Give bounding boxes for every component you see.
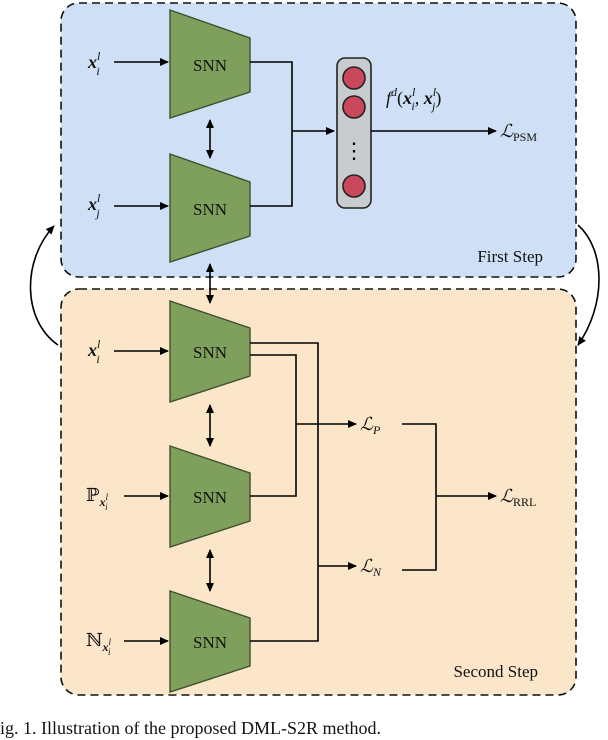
- vector-node-3: [342, 174, 366, 198]
- svg-text:xli: xli: [87, 337, 101, 366]
- loop-arrow-right: [577, 224, 600, 346]
- connector-anchor-to-lp: [250, 354, 297, 424]
- svg-text:xli: xli: [87, 49, 101, 78]
- snn-second-3-label: SNN: [193, 633, 227, 652]
- connector-lp-to-rrl: [402, 423, 437, 496]
- loss-n: ℒN: [360, 556, 382, 579]
- snn-first-bottom-label: SNN: [193, 200, 227, 219]
- first-step-panel: [60, 2, 577, 278]
- vector-node-2: [342, 95, 366, 119]
- snn-second-1: [169, 300, 251, 403]
- snn-second-1-label: SNN: [193, 343, 227, 362]
- svg-text:xlj: xlj: [87, 191, 101, 220]
- connector-bottom-snn: [250, 131, 293, 207]
- vector-node-1: [342, 66, 366, 90]
- snn-first-top-label: SNN: [193, 56, 227, 75]
- connector-negative-to-ln: [250, 566, 319, 642]
- figure-caption-fragment: ig. 1. Illustration of the proposed DML-…: [0, 718, 381, 738]
- snn-second-3: [169, 590, 251, 693]
- embedding-vector: [336, 57, 372, 209]
- connector-ln-to-rrl: [402, 496, 437, 571]
- loss-rrl: ℒRRL: [500, 486, 536, 509]
- connector-anchor-to-ln: [250, 342, 319, 566]
- snn-first-bottom: [169, 153, 251, 263]
- vector-ellipsis: ⋮: [343, 138, 365, 163]
- connector-positive-to-lp: [250, 424, 297, 497]
- snn-first-top: [169, 9, 251, 119]
- loop-arrow-left: [29, 225, 59, 346]
- loss-p: ℒP: [360, 414, 381, 437]
- second-step-title: Second Step: [453, 662, 538, 681]
- snn-second-2: [169, 445, 251, 548]
- loss-psm: ℒPSM: [500, 121, 537, 144]
- connector-top-snn: [250, 61, 293, 131]
- snn-second-2-label: SNN: [193, 488, 227, 507]
- first-step-title: First Step: [477, 247, 543, 266]
